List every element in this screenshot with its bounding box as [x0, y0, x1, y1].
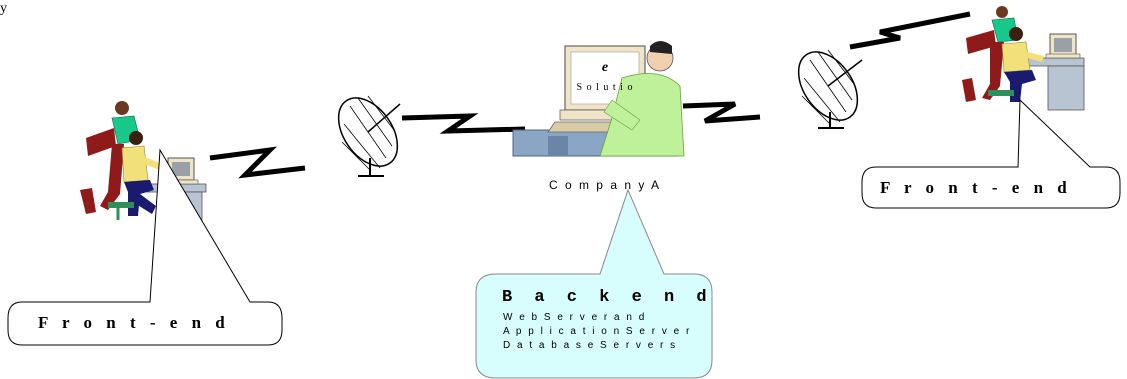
- front-end-left-label: F r o n t - e n d: [38, 313, 230, 332]
- front-end-left-callout: [7, 148, 283, 346]
- company-name: C o m p a n y A: [549, 178, 661, 192]
- front-end-right-label: F r o n t - e n d: [880, 178, 1072, 197]
- satellite-dish-icon: [337, 95, 401, 177]
- company-workstation-icon: [512, 41, 685, 157]
- front-end-right-callout: [861, 98, 1121, 209]
- link-dish-to-right: [849, 11, 971, 50]
- link-left-to-dish: [209, 146, 306, 179]
- caption-text: y: [0, 1, 7, 16]
- backend-callout: [475, 188, 713, 379]
- workstation-right-icon: [962, 6, 1085, 111]
- screen-letter: e: [602, 60, 608, 75]
- link-company-to-dish: [682, 101, 761, 124]
- backend-line-3: D a t a b a s e S e r v e r s: [503, 340, 677, 351]
- backend-line-2: A p p l i c a t i o n S e r v e r: [503, 326, 691, 337]
- satellite-dish-icon: [797, 49, 863, 129]
- backend-title: B a c k e n d: [502, 288, 713, 307]
- backend-line-1: W e b S e r v e r a n d: [503, 312, 646, 323]
- link-dish-to-company: [401, 113, 526, 134]
- screen-text: S o l u t i o: [577, 82, 634, 93]
